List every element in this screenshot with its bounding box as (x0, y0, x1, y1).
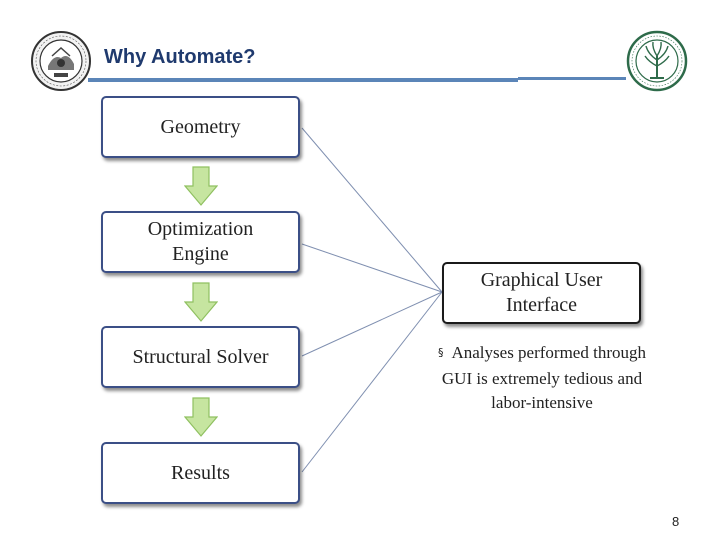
geometry-label: Geometry (160, 115, 241, 138)
left-seal-logo (31, 31, 91, 91)
structural-solver-label: Structural Solver (132, 345, 269, 368)
connector-solver (301, 291, 443, 357)
connector-geometry (301, 127, 443, 293)
structural-solver-box: Structural Solver (101, 326, 300, 388)
gui-label: Graphical User Interface (480, 269, 603, 316)
geometry-box: Geometry (101, 96, 300, 158)
optimization-engine-label: Optimization Engine (147, 218, 254, 265)
optimization-engine-box: Optimization Engine (101, 211, 300, 273)
title-underline (88, 78, 518, 82)
gui-note: §Analyses performed through GUI is extre… (432, 341, 652, 415)
down-arrow-icon (184, 282, 218, 322)
title-underline-end (518, 77, 626, 80)
down-arrow-icon (184, 166, 218, 206)
connector-optimization (301, 243, 443, 293)
right-seal-logo (626, 30, 688, 92)
connector-results (301, 291, 443, 473)
down-arrow-icon (184, 397, 218, 437)
gui-box: Graphical User Interface (442, 262, 641, 324)
results-box: Results (101, 442, 300, 504)
page-number: 8 (672, 514, 680, 529)
bullet-marker: § (437, 346, 444, 359)
gui-note-text: Analyses performed through GUI is extrem… (441, 343, 646, 412)
results-label: Results (171, 461, 230, 484)
slide-title: Why Automate? (104, 46, 256, 68)
